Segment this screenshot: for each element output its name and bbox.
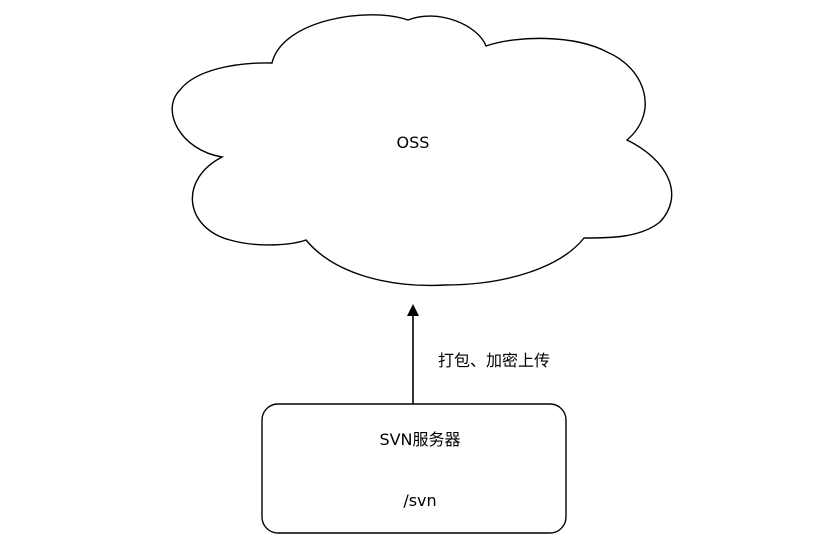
upload-edge[interactable]: 打包、加密上传 <box>407 304 550 404</box>
server-path: /svn <box>403 491 436 510</box>
server-title: SVN服务器 <box>379 430 460 449</box>
upload-edge-label: 打包、加密上传 <box>438 351 550 370</box>
oss-cloud-node[interactable]: OSS <box>171 14 673 287</box>
cloud-shape <box>171 14 673 287</box>
svn-server-node[interactable]: SVN服务器 /svn <box>261 403 567 534</box>
server-box <box>261 403 567 534</box>
cloud-label: OSS <box>397 133 430 152</box>
